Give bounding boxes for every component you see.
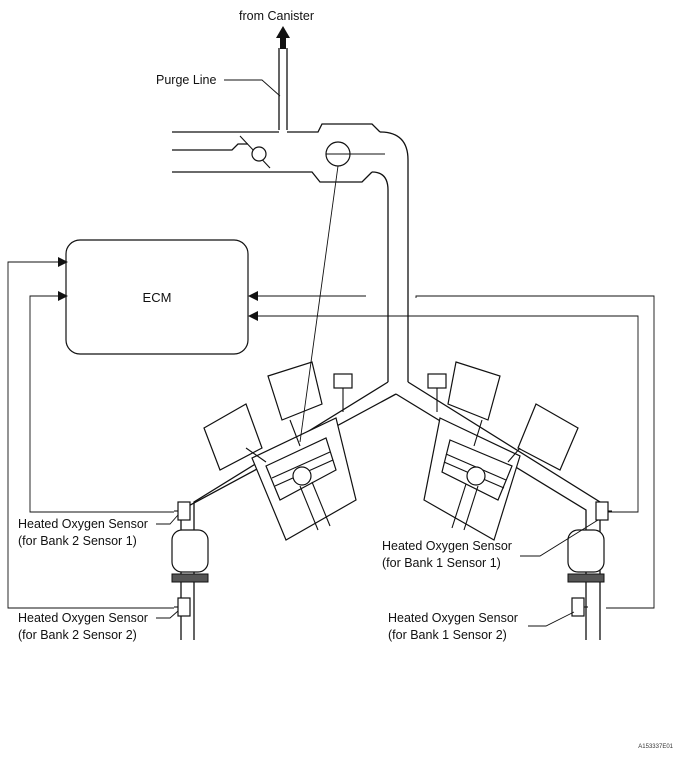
bank-2-sensor-2-leader [156, 610, 179, 619]
bank-2-sensor-1-leader [156, 514, 179, 525]
bank-1-sensor-2-label-line2: (for Bank 1 Sensor 2) [388, 628, 507, 642]
bank-1-sensor-1-label-line2: (for Bank 1 Sensor 1) [382, 556, 501, 570]
ecm-input-arrow-icon [58, 257, 258, 321]
bank-1-sensor-2-leader [528, 611, 575, 627]
canister-flow-arrow-icon [276, 26, 290, 49]
bank-2-sensor-1-label-line2: (for Bank 2 Sensor 1) [18, 534, 137, 548]
bank-2-sensor-1 [174, 501, 191, 521]
from-canister-label: from Canister [239, 9, 314, 23]
bank-2-cylinder [203, 165, 357, 541]
figure-code: A153337E01 [638, 744, 673, 750]
bank-1-sensor-1-leader [520, 519, 599, 557]
bank-2-sensor-2-label-line2: (for Bank 2 Sensor 2) [18, 628, 137, 642]
purge-line-leader [224, 79, 281, 97]
bank-1-sensor-2-label-line1: Heated Oxygen Sensor [388, 611, 518, 625]
bank-2-catalyst [171, 529, 209, 583]
intake-sensor [325, 141, 385, 167]
bank-1-catalyst [567, 529, 605, 583]
throttle-valve [239, 135, 271, 169]
bank-2-sensor-2-label-line1: Heated Oxygen Sensor [18, 611, 148, 625]
bank-1-sensor-2 [571, 597, 588, 617]
bank-1-sensor-1 [595, 501, 612, 521]
bank-2-sensor-2 [174, 597, 191, 617]
bank-2-sensor-1-label-line1: Heated Oxygen Sensor [18, 517, 148, 531]
bank-1-cylinder [423, 361, 579, 541]
ecm-label: ECM [143, 290, 172, 305]
purge-line-label: Purge Line [156, 73, 217, 87]
intake-pipe [172, 123, 409, 382]
purge-line [278, 48, 288, 130]
wiring [7, 261, 655, 609]
bank-1-sensor-1-label-line1: Heated Oxygen Sensor [382, 539, 512, 553]
